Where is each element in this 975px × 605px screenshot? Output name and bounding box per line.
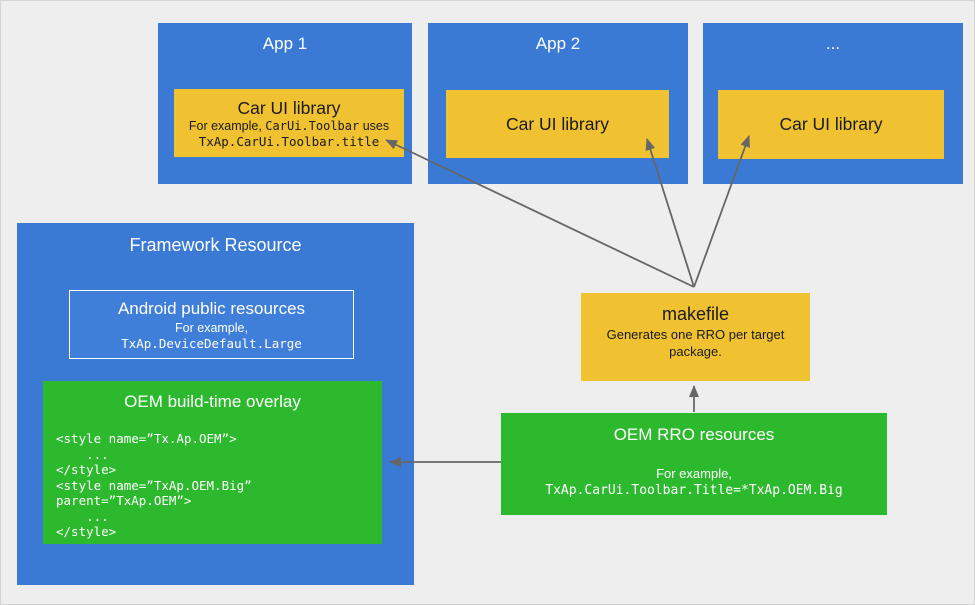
makefile-box: makefile Generates one RRO per target pa… [581,293,810,381]
oem-rro-resources-title: OEM RRO resources [613,425,775,444]
app1-carui-library-code: TxAp.CarUi.Toolbar.title [198,133,380,149]
code-line: <style name=”Tx.Ap.OEM”> [56,431,237,446]
app1-box: App 1 Car UI library For example, CarUi.… [158,23,412,184]
android-public-resources-title: Android public resources [117,298,306,318]
code-line: <style name=”TxAp.OEM.Big” [56,477,252,493]
app2-carui-library-title: Car UI library [505,113,610,134]
oem-rro-example: For example, TxAp.CarUi.Toolbar.Title=*T… [501,465,887,499]
makefile-title: makefile [661,304,730,324]
app-more-carui-library-title: Car UI library [779,114,883,134]
app1-desc-prefix: For example, [188,118,266,133]
framework-resource-box: Framework Resource Android public resour… [17,223,414,585]
oem-rro-resources-box: OEM RRO resources For example, TxAp.CarU… [501,413,887,515]
app2-box: App 2 Car UI library [428,23,688,184]
app-more-title: ... [825,34,841,53]
code-line: </style> [56,462,117,477]
app1-title: App 1 [262,34,308,53]
android-public-example-code: TxAp.DeviceDefault.Large [121,335,302,351]
app1-desc-suffix: uses [359,118,390,133]
makefile-subtitle: Generates one RRO per target package. [606,327,785,359]
app1-carui-library-title: Car UI library [237,97,341,118]
app2-carui-library-box: Car UI library [446,90,669,158]
app1-desc-mono: CarUi.Toolbar [265,118,360,133]
android-public-example-label: For example, [175,320,248,335]
code-line: ... [56,446,109,462]
code-line: parent=”TxAp.OEM”> [56,493,192,508]
oem-build-time-overlay-title: OEM build-time overlay [124,392,301,411]
code-line: </style> [56,524,117,539]
android-public-resources-box: Android public resources For example, Tx… [69,290,354,359]
oem-rro-example-code: TxAp.CarUi.Toolbar.Title=*TxAp.OEM.Big [545,483,843,498]
app2-title: App 2 [535,34,581,53]
app1-carui-library-desc: For example, CarUi.Toolbar uses [189,119,389,134]
oem-overlay-code-block: <style name=”Tx.Ap.OEM”> ... </style> <s… [56,431,374,540]
code-line: ... [56,508,109,524]
oem-build-time-overlay-box: OEM build-time overlay <style name=”Tx.A… [43,381,382,544]
app-more-box: ... Car UI library [703,23,963,184]
app1-carui-library-box: Car UI library For example, CarUi.Toolba… [174,89,404,157]
framework-resource-title: Framework Resource [129,235,302,255]
oem-rro-example-label: For example, [656,466,732,481]
app-more-carui-library-box: Car UI library [718,90,944,159]
